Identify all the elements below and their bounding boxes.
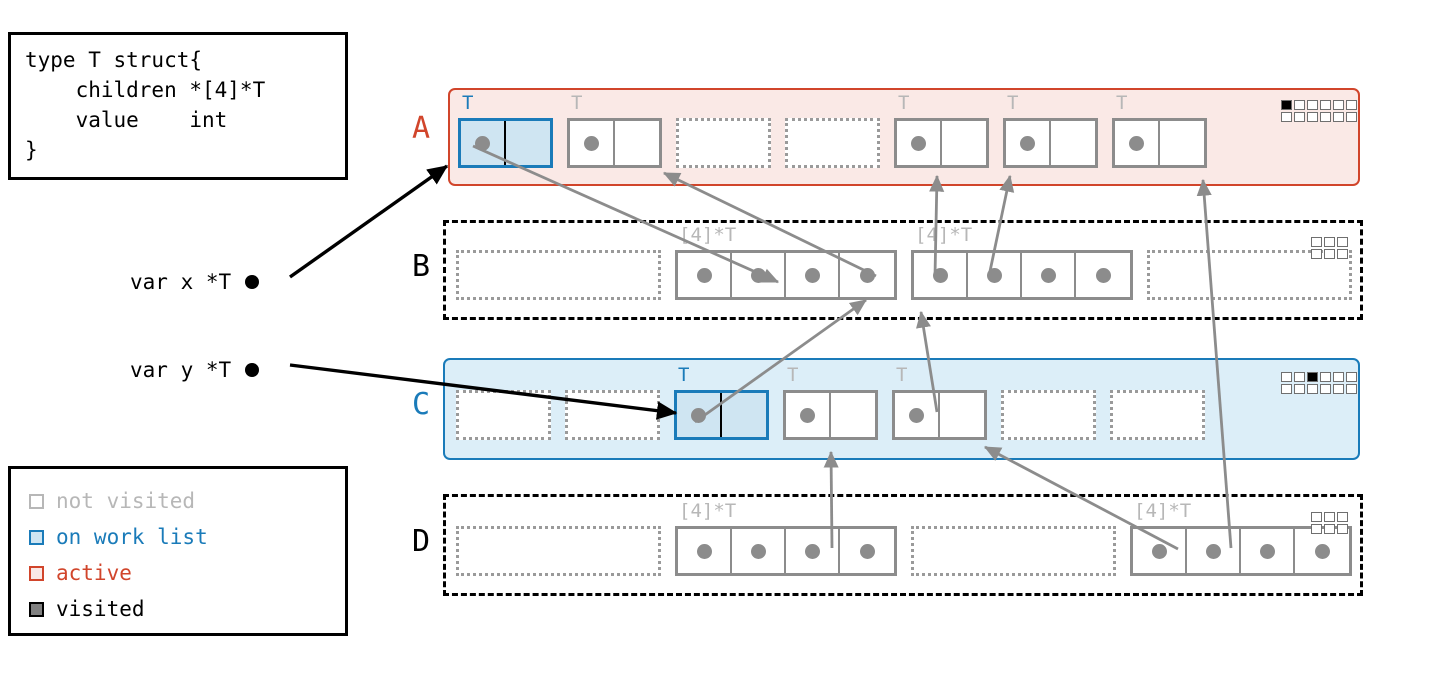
row-c-slot-4-pointer-dot [908,407,924,423]
legend-swatch-on-work-list [29,529,44,545]
row-c-slot-2-pointer-dot [690,407,706,423]
row-b-slot-0[interactable] [456,250,661,300]
row-c-mark-bitmap [1281,372,1357,394]
row-c-slot-1[interactable] [565,390,660,440]
row-d-slot-2[interactable] [911,526,1116,576]
row-a-slot-1-type: T [571,92,583,114]
legend-label-not-visited: not visited [56,488,196,513]
legend-swatch-visited [29,601,44,617]
variable-y-pointer-dot [245,363,260,377]
memory-row-a-slots: T T T T T [458,94,1221,168]
row-d-slot-1-type: [4]*T [679,500,737,522]
row-a-slot-2[interactable] [676,118,771,168]
legend-item-visited: visited [29,591,327,627]
row-b-slot-1[interactable]: [4]*T [675,226,897,300]
row-a-slot-4-pointer-dot [910,135,926,151]
row-a-slot-0-pointer-dot [474,135,490,151]
type-definition-box: type T struct{ children *[4]*T value int… [8,32,348,180]
row-a-slot-6[interactable]: T [1112,94,1207,168]
memory-row-b-label: B [412,249,431,284]
row-d-mark-bitmap [1311,512,1348,534]
memory-row-b-slots: [4]*T [4]*T [456,226,1366,300]
row-a-slot-5-type: T [1007,92,1019,114]
row-c-slot-3-type: T [787,364,799,386]
memory-row-a-label: A [412,111,431,146]
row-a-slot-3[interactable] [785,118,880,168]
row-a-slot-6-pointer-dot [1128,135,1144,151]
row-d-slot-3-type: [4]*T [1134,500,1192,522]
row-a-slot-6-type: T [1116,92,1128,114]
legend-label-active: active [56,560,132,585]
legend-item-not-visited: not visited [29,483,327,519]
row-d-slot-0[interactable] [456,526,661,576]
variable-y: var y *T [130,358,260,382]
row-a-mark-bitmap [1281,100,1357,122]
row-c-slot-4[interactable]: T [892,366,987,440]
row-b-slot-1-type: [4]*T [679,224,737,246]
variable-x-label: var x *T [130,270,232,294]
row-b-mark-bitmap [1311,237,1348,259]
legend-label-on-work-list: on work list [56,524,208,549]
row-a-slot-4[interactable]: T [894,94,989,168]
row-a-slot-4-type: T [898,92,910,114]
row-c-slot-3[interactable]: T [783,366,878,440]
row-a-slot-0[interactable]: T [458,94,553,168]
row-c-slot-2[interactable]: T [674,366,769,440]
legend-swatch-not-visited [29,493,44,509]
variable-x-pointer-dot [245,275,260,289]
row-c-slot-5[interactable] [1001,390,1096,440]
row-a-slot-5-pointer-dot [1019,135,1035,151]
row-b-slot-2-type: [4]*T [915,224,973,246]
variable-y-label: var y *T [130,358,232,382]
legend-swatch-active [29,565,44,581]
legend-label-visited: visited [56,596,145,621]
row-a-slot-5[interactable]: T [1003,94,1098,168]
type-definition-code: type T struct{ children *[4]*T value int… [25,48,266,162]
legend-item-on-work-list: on work list [29,519,327,555]
memory-row-d-slots: [4]*T [4]*T [456,502,1366,576]
legend-box: not visited on work list active visited [8,466,348,636]
row-a-slot-1-pointer-dot [583,135,599,151]
row-c-slot-4-type: T [896,364,908,386]
memory-row-c-slots: T T T [456,366,1219,440]
row-a-slot-1[interactable]: T [567,94,662,168]
row-c-slot-2-type: T [678,364,690,386]
legend-item-active: active [29,555,327,591]
memory-row-c-label: C [412,387,431,422]
row-c-slot-0[interactable] [456,390,551,440]
memory-row-d-label: D [412,524,431,559]
row-d-slot-1[interactable]: [4]*T [675,502,897,576]
row-c-slot-6[interactable] [1110,390,1205,440]
row-c-slot-3-pointer-dot [799,407,815,423]
row-b-slot-2[interactable]: [4]*T [911,226,1133,300]
variable-x: var x *T [130,270,260,294]
row-a-slot-0-type: T [462,92,474,114]
